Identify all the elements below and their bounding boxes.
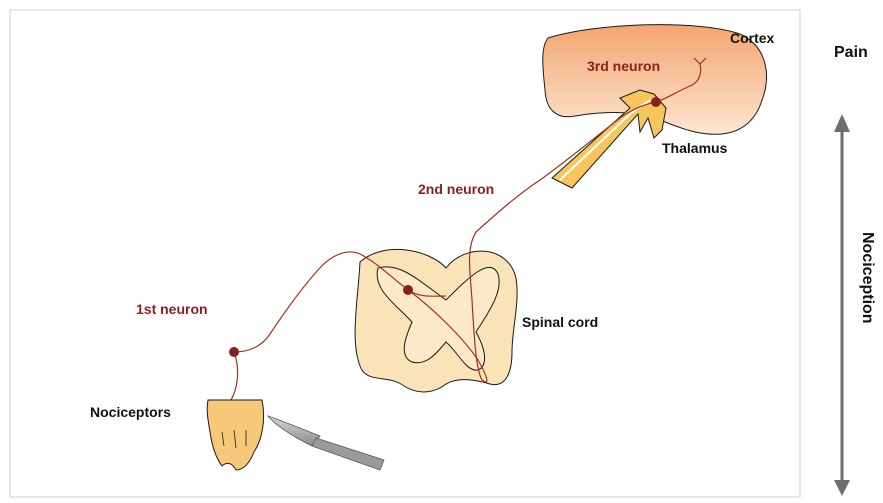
- cortex-label: Cortex: [730, 30, 774, 46]
- paw-skin: [207, 400, 263, 470]
- nociceptors-label: Nociceptors: [90, 404, 171, 420]
- third-neuron-label: 3rd neuron: [587, 58, 660, 74]
- nociception-label: Nociception: [858, 232, 876, 324]
- pain-label: Pain: [834, 44, 868, 62]
- thalamus-label: Thalamus: [662, 140, 727, 156]
- arrowhead-down-icon: [834, 480, 850, 496]
- nociception-arrow: [834, 114, 850, 496]
- spinal-cord-label: Spinal cord: [522, 314, 598, 330]
- second-neuron-label: 2nd neuron: [418, 181, 494, 197]
- third-neuron-cell-body: [651, 97, 661, 107]
- second-neuron-cell-body: [403, 285, 413, 295]
- scalpel-blade: [268, 416, 320, 446]
- first-neuron-label: 1st neuron: [136, 301, 208, 317]
- scalpel-handle: [312, 438, 384, 470]
- arrowhead-up-icon: [834, 114, 850, 132]
- first-neuron-cell-body: [229, 347, 239, 357]
